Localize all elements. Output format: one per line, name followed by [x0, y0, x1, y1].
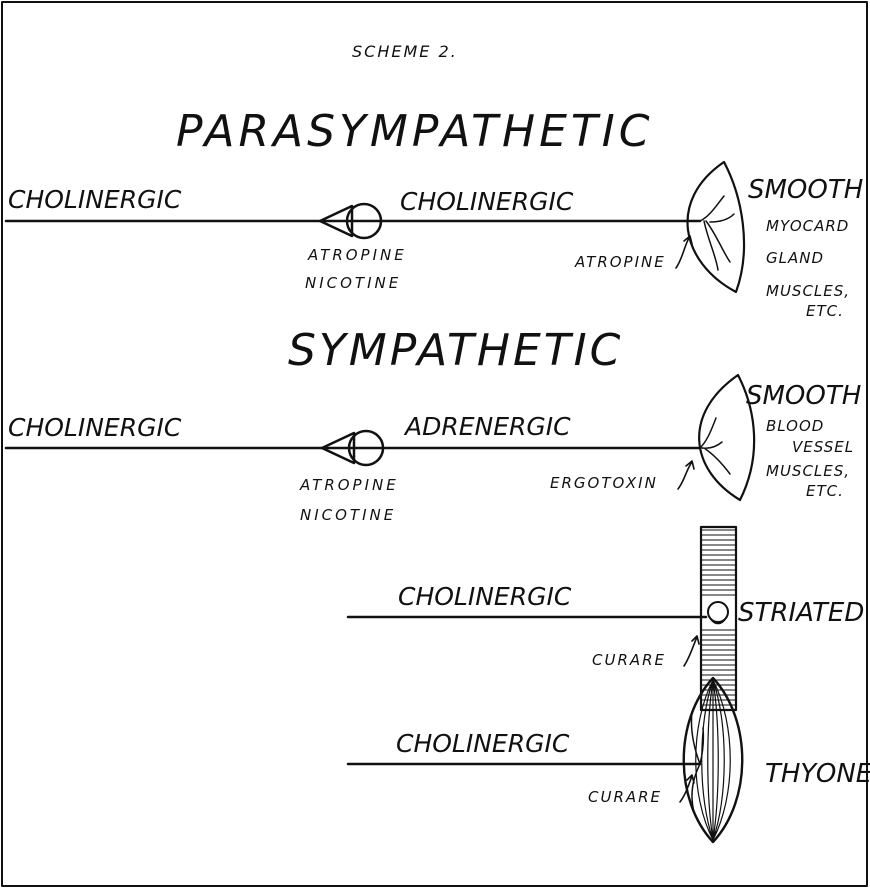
thyone-section: CHOLINERGIC CURARE THYONE: [348, 678, 870, 842]
parasympathetic-ganglion-blocker-2: NICOTINE: [305, 274, 401, 292]
parasympathetic-nerve-endings: [700, 196, 734, 270]
parasympathetic-effector-line-2: GLAND: [766, 249, 824, 267]
sympathetic-ganglion-blocker-2: NICOTINE: [300, 506, 396, 524]
sympathetic-blocker-arrow: [678, 461, 694, 489]
sympathetic-effector-title: SMOOTH: [746, 381, 861, 411]
sympathetic-effector-line-3: MUSCLES,: [766, 462, 850, 480]
thyone-effector-title: THYONE: [765, 759, 870, 789]
parasympathetic-preganglionic-label: CHOLINERGIC: [8, 185, 182, 214]
parasympathetic-postganglionic-label: CHOLINERGIC: [400, 187, 574, 216]
sympathetic-effector-line-2: VESSEL: [792, 438, 854, 456]
sympathetic-effector-line-4: ETC.: [806, 482, 844, 500]
sympathetic-effector-line-1: BLOOD: [766, 417, 824, 435]
sympathetic-postganglionic-label: ADRENERGIC: [403, 412, 571, 441]
parasympathetic-effector-cell: [688, 162, 744, 292]
sympathetic-preganglionic-label: CHOLINERGIC: [8, 413, 182, 442]
parasympathetic-effector-title: SMOOTH: [748, 175, 863, 205]
striated-nerve-label: CHOLINERGIC: [398, 582, 572, 611]
thyone-nerve-label: CHOLINERGIC: [396, 729, 570, 758]
parasympathetic-effector-line-3: MUSCLES,: [766, 282, 850, 300]
parasympathetic-effector-line-4: ETC.: [806, 302, 844, 320]
scheme-label: SCHEME 2.: [352, 42, 458, 61]
striated-blocker-arrow: [684, 636, 699, 666]
sympathetic-section: SYMPATHETIC CHOLINERGIC ADRENERGIC ATROP…: [6, 325, 861, 524]
sympathetic-title: SYMPATHETIC: [288, 325, 623, 376]
striated-effector-title: STRIATED: [738, 598, 864, 628]
sympathetic-ganglion-blocker-1: ATROPINE: [299, 476, 399, 494]
parasympathetic-section: PARASYMPATHETIC CHOLINERGIC CHOLINERGIC …: [6, 106, 863, 320]
parasympathetic-effector-blocker: ATROPINE: [574, 253, 666, 271]
parasympathetic-ganglion-blocker-1: ATROPINE: [307, 246, 407, 264]
parasympathetic-effector-line-1: MYOCARD: [766, 217, 849, 235]
striated-section: CHOLINERGIC CURARE STRIATED: [348, 527, 864, 710]
striated-blocker: CURARE: [592, 651, 666, 669]
sympathetic-effector-blocker: ERGOTOXIN: [550, 474, 658, 492]
parasympathetic-title: PARASYMPATHETIC: [176, 106, 653, 157]
sympathetic-nerve-endings: [700, 418, 730, 474]
thyone-blocker: CURARE: [588, 788, 662, 806]
